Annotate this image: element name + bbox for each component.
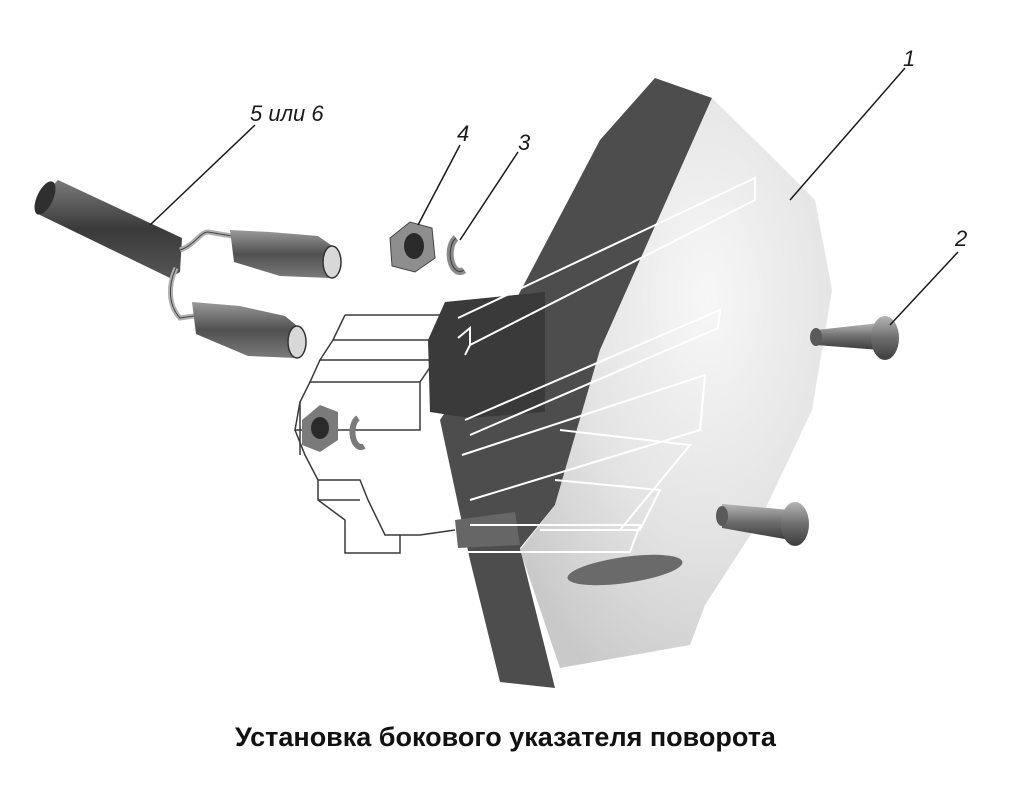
wire-harness [34,180,342,359]
terminal-upper [230,230,338,278]
spring-washer [446,235,467,275]
turn-signal-lamp [405,78,832,688]
leader-2 [889,251,959,326]
lens-dark-mark [567,554,683,586]
callout-2: 2 [954,226,967,251]
callout-4: 4 [457,121,469,146]
lamp-socket-block [428,292,545,418]
wire-lower [168,266,195,321]
screw-upper [810,316,899,360]
leader-1 [789,67,906,201]
leader-4 [417,144,461,226]
callout-3: 3 [518,130,531,155]
lamp-mount-stud [455,512,520,548]
figure-caption: Установка бокового указателя поворота [235,722,776,752]
nut [389,221,436,273]
screw-lower [716,502,809,546]
leader-lines [149,67,959,326]
nut-ghost [302,405,338,452]
insulating-sleeve [40,180,182,278]
washer-ghost [349,415,366,450]
exploded-view-outline [294,314,457,554]
terminal-lower [192,302,302,358]
callout-1: 1 [903,46,915,71]
leader-3 [459,151,519,241]
leader-5-6 [149,124,256,226]
callout-5-6: 5 или 6 [250,101,324,126]
lens-ribbon-lines [405,176,756,553]
